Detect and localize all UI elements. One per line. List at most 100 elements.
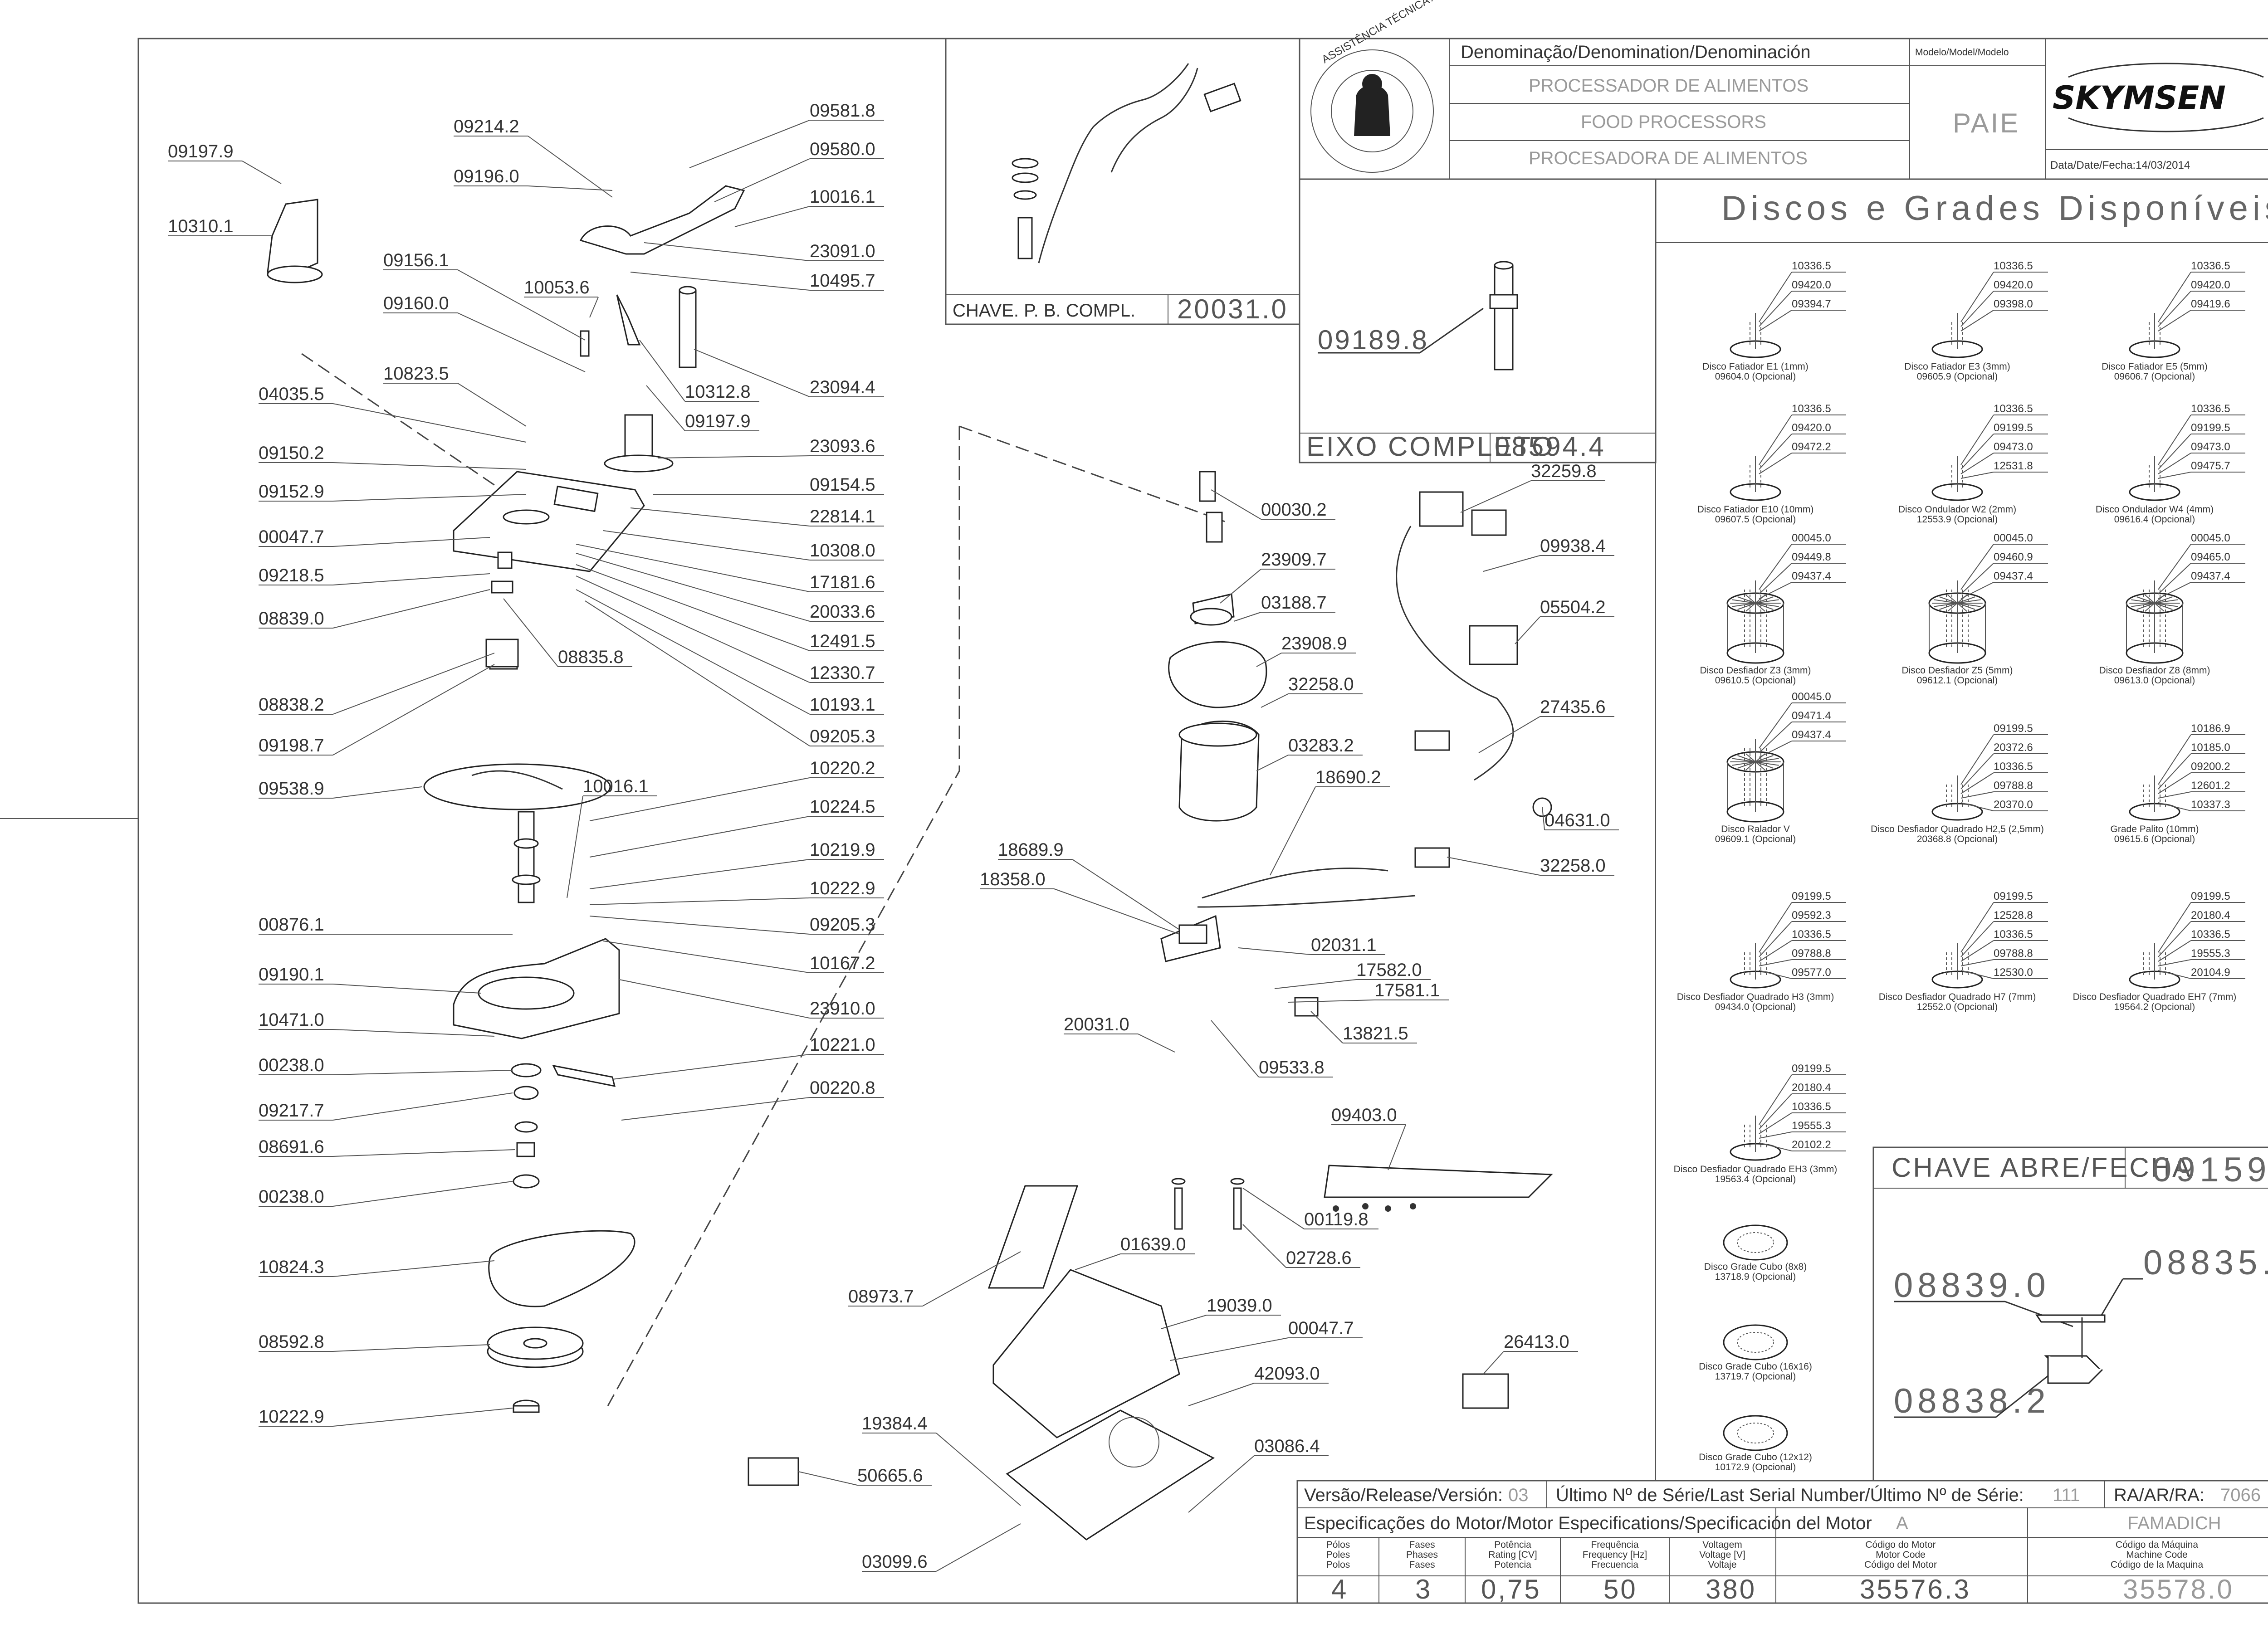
disc-part-leader bbox=[1960, 791, 1994, 799]
right-callout: 00220.8 bbox=[810, 1078, 875, 1098]
disc-part-leader bbox=[1960, 921, 1994, 957]
right-leader-line bbox=[576, 544, 810, 592]
right-callout: 10016.1 bbox=[810, 187, 875, 207]
right-leader-line bbox=[630, 507, 810, 527]
left-callout: 10222.9 bbox=[259, 1407, 324, 1427]
spec-header-line: Frequência bbox=[1591, 1540, 1638, 1550]
inset-shaft-code: 08594.4 bbox=[1495, 431, 1606, 462]
disc-part-label: 09788.8 bbox=[1994, 780, 2033, 792]
inset-shaft-label: EIXO COMPLETO bbox=[1306, 431, 1555, 462]
center-callout: 19384.4 bbox=[862, 1414, 928, 1433]
left-leader-line bbox=[457, 312, 586, 372]
left-leader-line bbox=[332, 589, 490, 629]
disc-part-leader bbox=[1759, 741, 1792, 758]
left-leader-line bbox=[332, 1344, 490, 1352]
disc-part-leader bbox=[2158, 414, 2191, 465]
spec-machine-code: 35578.0 bbox=[2123, 1574, 2234, 1604]
disc-part-leader bbox=[2158, 921, 2191, 957]
spec-header-line: Frequency [Hz] bbox=[1583, 1550, 1647, 1560]
center-leader-line bbox=[1256, 755, 1289, 771]
center-leader-line bbox=[936, 1523, 1021, 1572]
disc-name: Disco Grade Cubo (12x12) bbox=[1699, 1452, 1812, 1463]
disc-part-leader bbox=[1960, 940, 1994, 962]
spec-motor-code: 35576.3 bbox=[1860, 1574, 1971, 1604]
disc-part-label: 09420.0 bbox=[1792, 422, 1831, 434]
disc-name: Disco Fatiador E5 (5mm) bbox=[2102, 361, 2207, 372]
spec-header-line: Poles bbox=[1326, 1550, 1350, 1560]
disc-part-label: 09420.0 bbox=[1792, 279, 1831, 291]
center-leader-line bbox=[1188, 1455, 1255, 1513]
left-leader-line bbox=[528, 136, 613, 198]
center-callout: 17582.0 bbox=[1356, 960, 1422, 980]
right-leader-line bbox=[576, 553, 810, 622]
right-callout: 23093.6 bbox=[810, 436, 875, 456]
inset-open-close-label: CHAVE ABRE/FECHA bbox=[1892, 1152, 2192, 1183]
disc-name: Disco Desfiador Quadrado EH7 (7mm) bbox=[2073, 992, 2237, 1002]
center-leader-line bbox=[1483, 555, 1540, 572]
disc-part-leader bbox=[2158, 959, 2191, 966]
disc-part-label: 09788.8 bbox=[1792, 947, 1831, 960]
left-assembly bbox=[267, 185, 745, 1413]
denomination-header: Denominação/Denomination/Denominación bbox=[1461, 42, 1811, 62]
center-leader-line bbox=[936, 1433, 1021, 1506]
disc-part-label: 09471.4 bbox=[1792, 710, 1831, 722]
disc-name: Disco Ondulador W4 (4mm) bbox=[2096, 504, 2214, 515]
disc-part-label: 12530.0 bbox=[1994, 966, 2033, 979]
left-leader-line bbox=[332, 573, 490, 585]
right-leader-line bbox=[589, 916, 810, 935]
right-leader-line bbox=[694, 349, 810, 397]
right-leader-line bbox=[619, 979, 810, 1019]
right-callout: 10219.9 bbox=[810, 840, 875, 860]
left-leader-line bbox=[332, 653, 495, 715]
disc-part-label: 19555.3 bbox=[1792, 1120, 1831, 1132]
spec-header-line: Código da Máquina bbox=[2116, 1540, 2198, 1550]
right-callout: 10224.5 bbox=[810, 797, 875, 817]
name-es: PROCESADORA DE ALIMENTOS bbox=[1529, 148, 1808, 168]
discs-panel: Discos e Grades Disponíveis bbox=[1655, 179, 2268, 1481]
right-callout: 20033.6 bbox=[810, 602, 875, 622]
spec-header-line: Voltaje bbox=[1708, 1560, 1736, 1570]
disc-part-leader bbox=[1960, 272, 1994, 322]
center-callout: 42093.0 bbox=[1254, 1364, 1320, 1384]
center-callout: 13821.5 bbox=[1343, 1024, 1408, 1043]
center-leader-line bbox=[1542, 807, 1545, 830]
inset-open-close: CHAVE ABRE/FECHA 09159.6 08839.0 08835.8… bbox=[1872, 1146, 2268, 1482]
model-value: PAIE bbox=[1953, 108, 2020, 138]
center-callout: 00047.7 bbox=[1288, 1318, 1354, 1338]
disc-part-leader bbox=[1759, 563, 1792, 595]
disc-part-leader bbox=[2158, 970, 2191, 979]
disc-part-label: 09472.2 bbox=[1792, 441, 1831, 453]
left-callout: 10053.6 bbox=[524, 278, 590, 297]
left-callout: 04035.5 bbox=[259, 384, 324, 404]
right-leader-line bbox=[589, 859, 810, 889]
disc-part-leader bbox=[2158, 434, 2191, 470]
disc-part-label: 20180.4 bbox=[2191, 909, 2230, 921]
disc-part-leader bbox=[1759, 1131, 1792, 1139]
center-callout: 05504.2 bbox=[1540, 597, 1606, 617]
right-callout: 17181.6 bbox=[810, 572, 875, 592]
disc-part-label: 10336.5 bbox=[1994, 761, 2033, 773]
disc-part-leader bbox=[1759, 921, 1792, 957]
disc-part-leader bbox=[2158, 753, 2191, 790]
disc-part-leader bbox=[1960, 414, 1994, 465]
disc-part-label: 10336.5 bbox=[1792, 403, 1831, 415]
spec-power: 0,75 bbox=[1481, 1574, 1541, 1604]
left-leader-line bbox=[528, 185, 613, 191]
disc-part-label: 00045.0 bbox=[2191, 532, 2230, 544]
left-leader-line bbox=[332, 786, 422, 799]
disc-part-label: 09394.7 bbox=[1792, 298, 1831, 310]
disc-part-leader bbox=[2158, 291, 2191, 327]
right-callout: 12491.5 bbox=[810, 631, 875, 651]
disc-part-leader bbox=[2158, 582, 2191, 599]
manufacturer: FAMADICH bbox=[2127, 1513, 2221, 1533]
disc-part-leader bbox=[2158, 902, 2191, 953]
disc-part-leader bbox=[1960, 959, 1994, 966]
right-leader-line bbox=[589, 816, 810, 858]
center-leader-line bbox=[1478, 716, 1540, 753]
left-callout: 10823.5 bbox=[383, 364, 449, 384]
right-callout: 10495.7 bbox=[810, 271, 875, 291]
left-callout: 09150.2 bbox=[259, 443, 324, 463]
center-leader-line bbox=[1388, 1124, 1406, 1170]
name-en: FOOD PROCESSORS bbox=[1581, 112, 1766, 132]
center-callout: 03283.2 bbox=[1288, 736, 1354, 756]
